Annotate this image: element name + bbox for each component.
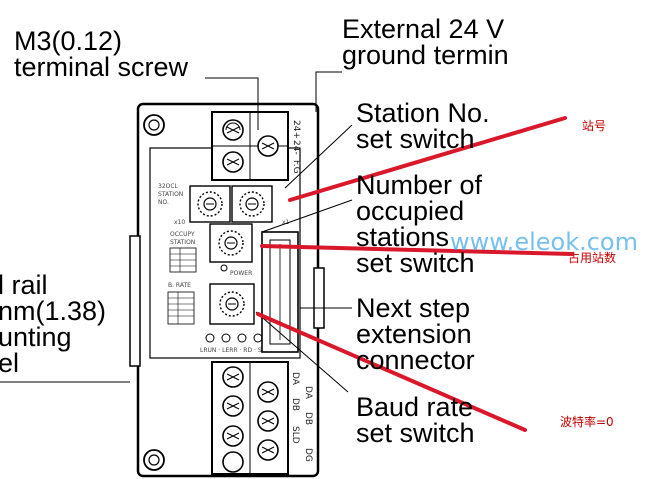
label-m3-screw: M3(0.12) terminal screw [14,26,189,82]
bottom-label-db-2: DB [303,412,313,425]
station-title-2: STATION [158,191,183,198]
label-din-line4: el [0,348,20,378]
power-led [220,264,228,272]
rotary-switch-brate [219,291,245,317]
terminal-screw-2 [257,135,279,157]
label-din-line3: unting [0,322,72,352]
label-station-no: Station No. set switch [356,98,490,154]
annotation-occupied-cn: 占用站数 [568,251,617,265]
station-title-3: NO. [158,199,169,206]
label-din-line2: nm(1.38) [0,296,107,326]
brate-table [167,291,195,325]
label-external-line2: ground termin [342,40,509,70]
label-next-line2: extension [356,319,472,349]
label-occupied-line3: stations [356,222,450,252]
terminal-label-24minus: 24- [291,140,301,155]
label-occupied-stations: Number of occupied stations set switch [356,170,483,278]
occupy-table [169,247,197,273]
mounting-hole-bottom [143,449,165,471]
occupy-title-1: OCCUPY [170,231,195,238]
rotary-switch-occupy [218,230,244,256]
leader-baud [255,311,349,393]
terminal-screw-1 [222,119,244,141]
brate-label: B. RATE [168,282,191,289]
bottom-label-da-1: DA [290,372,300,386]
label-next-line3: connector [356,345,475,375]
red-annotation-lines [256,116,574,432]
label-external-24v: External 24 V ground termin [342,14,509,70]
annotation-baud-cn: 波特率=0 [560,415,614,429]
label-station-line2: set switch [356,124,475,154]
terminal-label-24plus: 24+ [291,120,301,139]
label-next-step: Next step extension connector [356,293,475,375]
watermark: www.eleok.com [450,228,638,256]
rotary-switch-x1 [239,191,265,217]
right-clip [313,267,325,329]
bottom-label-db-1: DB [290,398,300,411]
bottom-label-sld: SLD [290,426,300,444]
label-din-line1: l rail [0,270,48,300]
x10-label: x10 [174,219,185,226]
annotation-station-cn: 站号 [582,119,607,133]
label-occupied-line4: set switch [356,248,475,278]
rotary-switch-x10 [197,191,223,217]
label-baud-line1: Baud rate [356,392,474,422]
leds-label: LRUN · LERR · RD · SD [200,347,267,354]
bottom-label-dg: DG [303,448,313,462]
label-station-line1: Station No. [356,98,490,128]
red-line-baud [256,312,527,432]
label-occupied-line1: Number of [356,170,483,200]
bottom-screws [222,366,279,473]
leader-lines [0,71,353,393]
leader-external [315,71,342,112]
terminal-label-fg: F.G [291,160,301,174]
leader-m3 [205,77,259,130]
red-line-occupied [260,244,574,256]
terminal-screw-3 [222,151,244,173]
din-rail-clip [129,235,141,367]
leader-station [284,124,353,189]
red-line-station [288,116,567,202]
label-m3-line2: terminal screw [14,52,189,82]
label-din-rail: l rail nm(1.38) unting el [0,270,107,378]
label-external-line1: External 24 V [342,14,505,44]
occupy-title-2: STATION [170,239,195,246]
label-occupied-line2: occupied [356,196,465,226]
extension-connector [261,231,299,353]
label-baud-line2: set switch [356,418,475,448]
label-m3-line1: M3(0.12) [14,26,123,56]
x1-label: x1 [282,219,290,226]
bottom-label-da-2: DA [303,386,313,400]
mounting-hole-top [143,114,165,136]
power-label: POWER [230,270,252,277]
station-title-1: 32OCL [158,183,179,190]
label-next-line1: Next step [356,293,471,323]
label-baud-rate: Baud rate set switch [356,392,475,448]
leader-occupied [261,199,353,233]
status-leds [205,333,263,343]
